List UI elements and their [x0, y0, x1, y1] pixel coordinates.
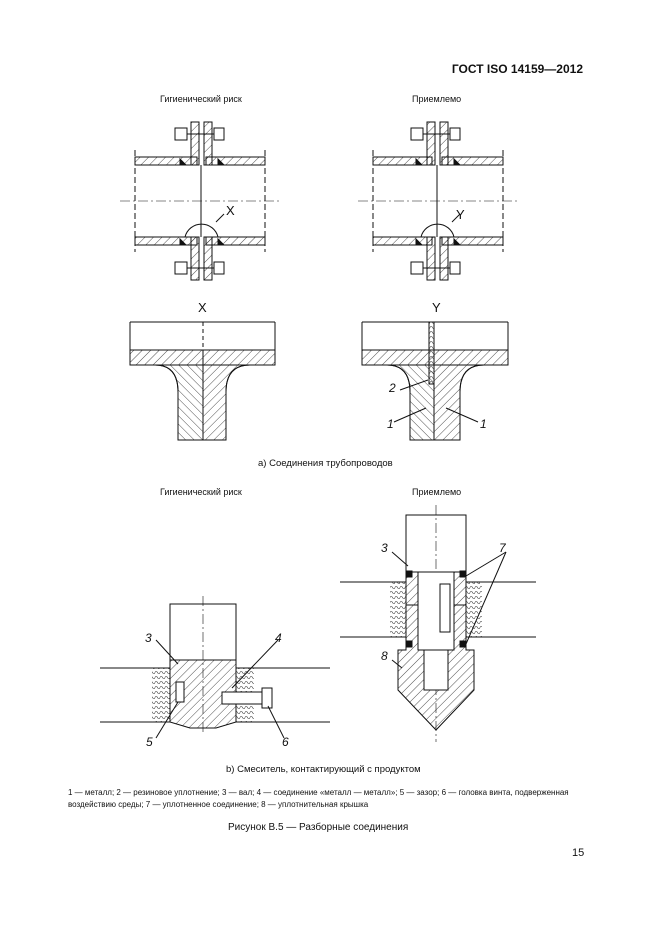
detail-x-title: X [198, 300, 207, 315]
figure-caption: Рисунок В.5 — Разборные соединения [228, 822, 409, 833]
callout-labels: X Y X Y 2 1 1 3 4 5 6 3 7 8 [145, 203, 507, 749]
callout-8-acceptable: 8 [381, 649, 388, 663]
section-b-right-title: Приемлемо [412, 487, 462, 497]
pipe-joint-risk [120, 121, 280, 281]
detail-y-marker: Y [456, 207, 465, 222]
callout-1-detail-y-left: 1 [387, 417, 394, 431]
callout-3-risk: 3 [145, 631, 152, 645]
standard-designation: ГОСТ ISO 14159—2012 [451, 62, 583, 76]
detail-x [129, 321, 276, 441]
detail-x-marker: X [226, 203, 235, 218]
pipe-joint-acceptable [358, 121, 518, 281]
callout-5-risk: 5 [146, 735, 153, 749]
callout-6-risk: 6 [282, 735, 289, 749]
legend-text: 1 — металл; 2 — резиновое уплотнение; 3 … [68, 788, 569, 809]
detail-y [361, 321, 509, 441]
section-b-left-title: Гигиенический риск [160, 487, 242, 497]
page-number: 15 [572, 847, 585, 859]
callout-1-detail-y-right: 1 [480, 417, 487, 431]
callout-4-risk: 4 [275, 631, 282, 645]
callout-3-acceptable: 3 [381, 541, 388, 555]
callout-7-acceptable: 7 [499, 541, 507, 555]
section-a-caption: a) Соединения трубопроводов [258, 458, 393, 469]
mixer-risk [100, 596, 330, 739]
callout-2-detail-y: 2 [388, 381, 396, 395]
mixer-acceptable [340, 505, 536, 742]
detail-y-title: Y [432, 300, 441, 315]
section-b-caption: b) Смеситель, контактирующий с продуктом [226, 764, 421, 775]
section-a-left-title: Гигиенический риск [160, 94, 242, 104]
section-a-right-title: Приемлемо [412, 94, 462, 104]
